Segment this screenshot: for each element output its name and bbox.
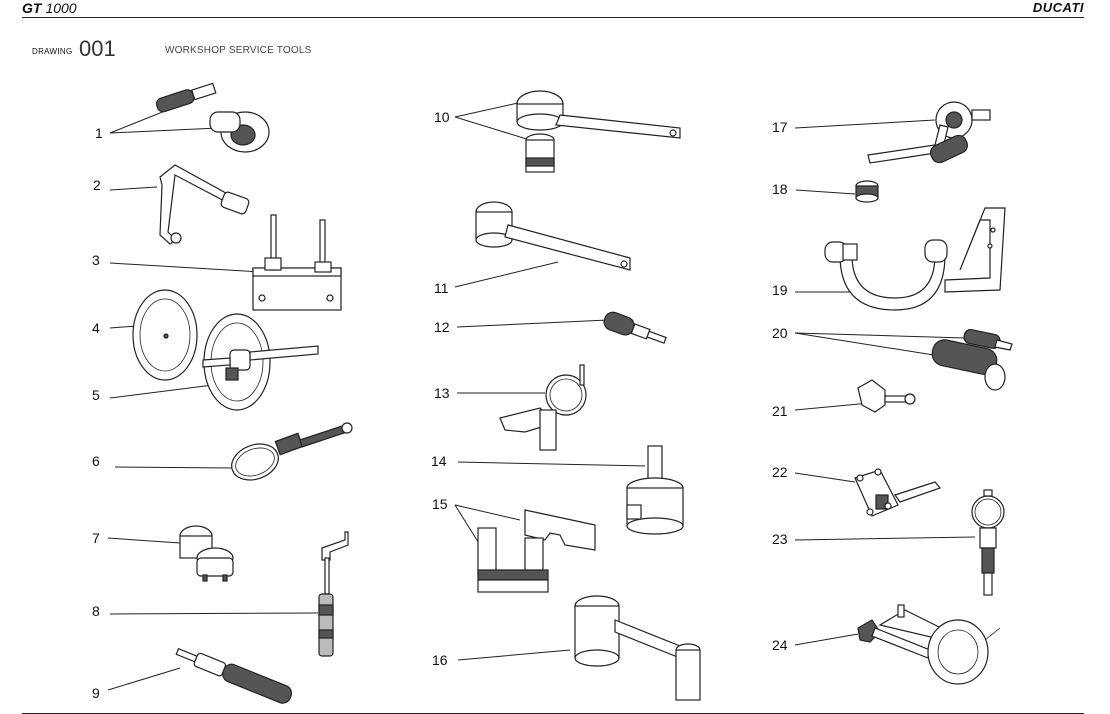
tool-8	[109, 531, 349, 657]
tool-6	[114, 422, 353, 481]
callout-17: 17	[772, 119, 788, 135]
tool-2	[109, 164, 250, 245]
tool-13	[457, 364, 587, 451]
callout-1: 1	[95, 125, 103, 141]
callout-22: 22	[772, 464, 788, 480]
callout-15: 15	[432, 496, 448, 512]
tool-18	[795, 180, 879, 203]
tool-20	[794, 328, 1013, 391]
tool-16	[457, 595, 701, 701]
tool-14	[457, 445, 684, 535]
callout-8: 8	[92, 603, 100, 619]
brand-logo: DUCATI	[1032, 0, 1084, 15]
callout-13: 13	[434, 385, 450, 401]
tool-17	[794, 101, 991, 164]
tool-7	[107, 525, 234, 582]
callout-18: 18	[772, 181, 788, 197]
tool-4	[109, 289, 198, 381]
header-rule	[22, 17, 1084, 18]
callout-21: 21	[772, 403, 788, 419]
model-name: GT	[22, 0, 42, 16]
tool-12	[456, 311, 667, 344]
callout-24: 24	[772, 637, 788, 653]
callout-7: 7	[92, 530, 100, 546]
callout-9: 9	[92, 685, 100, 701]
callout-19: 19	[772, 282, 788, 298]
section-title: WORKSHOP SERVICE TOOLS	[165, 45, 312, 56]
tool-9	[107, 647, 293, 704]
drawing-number: 001	[79, 36, 116, 61]
callout-2: 2	[93, 177, 101, 193]
tool-1	[109, 82, 270, 153]
callout-14: 14	[431, 453, 447, 469]
drawing-label: DRAWING	[32, 47, 73, 56]
callout-23: 23	[772, 531, 788, 547]
tool-10	[454, 90, 681, 173]
callout-3: 3	[92, 252, 100, 268]
callout-10: 10	[434, 109, 450, 125]
tool-3	[109, 214, 342, 311]
model-number: 1000	[45, 0, 77, 16]
tool-23	[794, 489, 1005, 596]
tool-5	[109, 313, 319, 411]
tool-15	[454, 504, 596, 593]
callout-6: 6	[92, 453, 100, 469]
tool-22	[794, 468, 942, 517]
tool-24	[794, 604, 1001, 685]
callout-4: 4	[92, 320, 100, 336]
callout-16: 16	[432, 652, 448, 668]
tool-11	[454, 201, 631, 288]
tool-21	[794, 379, 916, 413]
callout-11: 11	[434, 280, 449, 296]
tool-19	[795, 207, 1006, 311]
callout-20: 20	[772, 325, 788, 341]
callout-5: 5	[92, 387, 100, 403]
callout-12: 12	[434, 319, 450, 335]
